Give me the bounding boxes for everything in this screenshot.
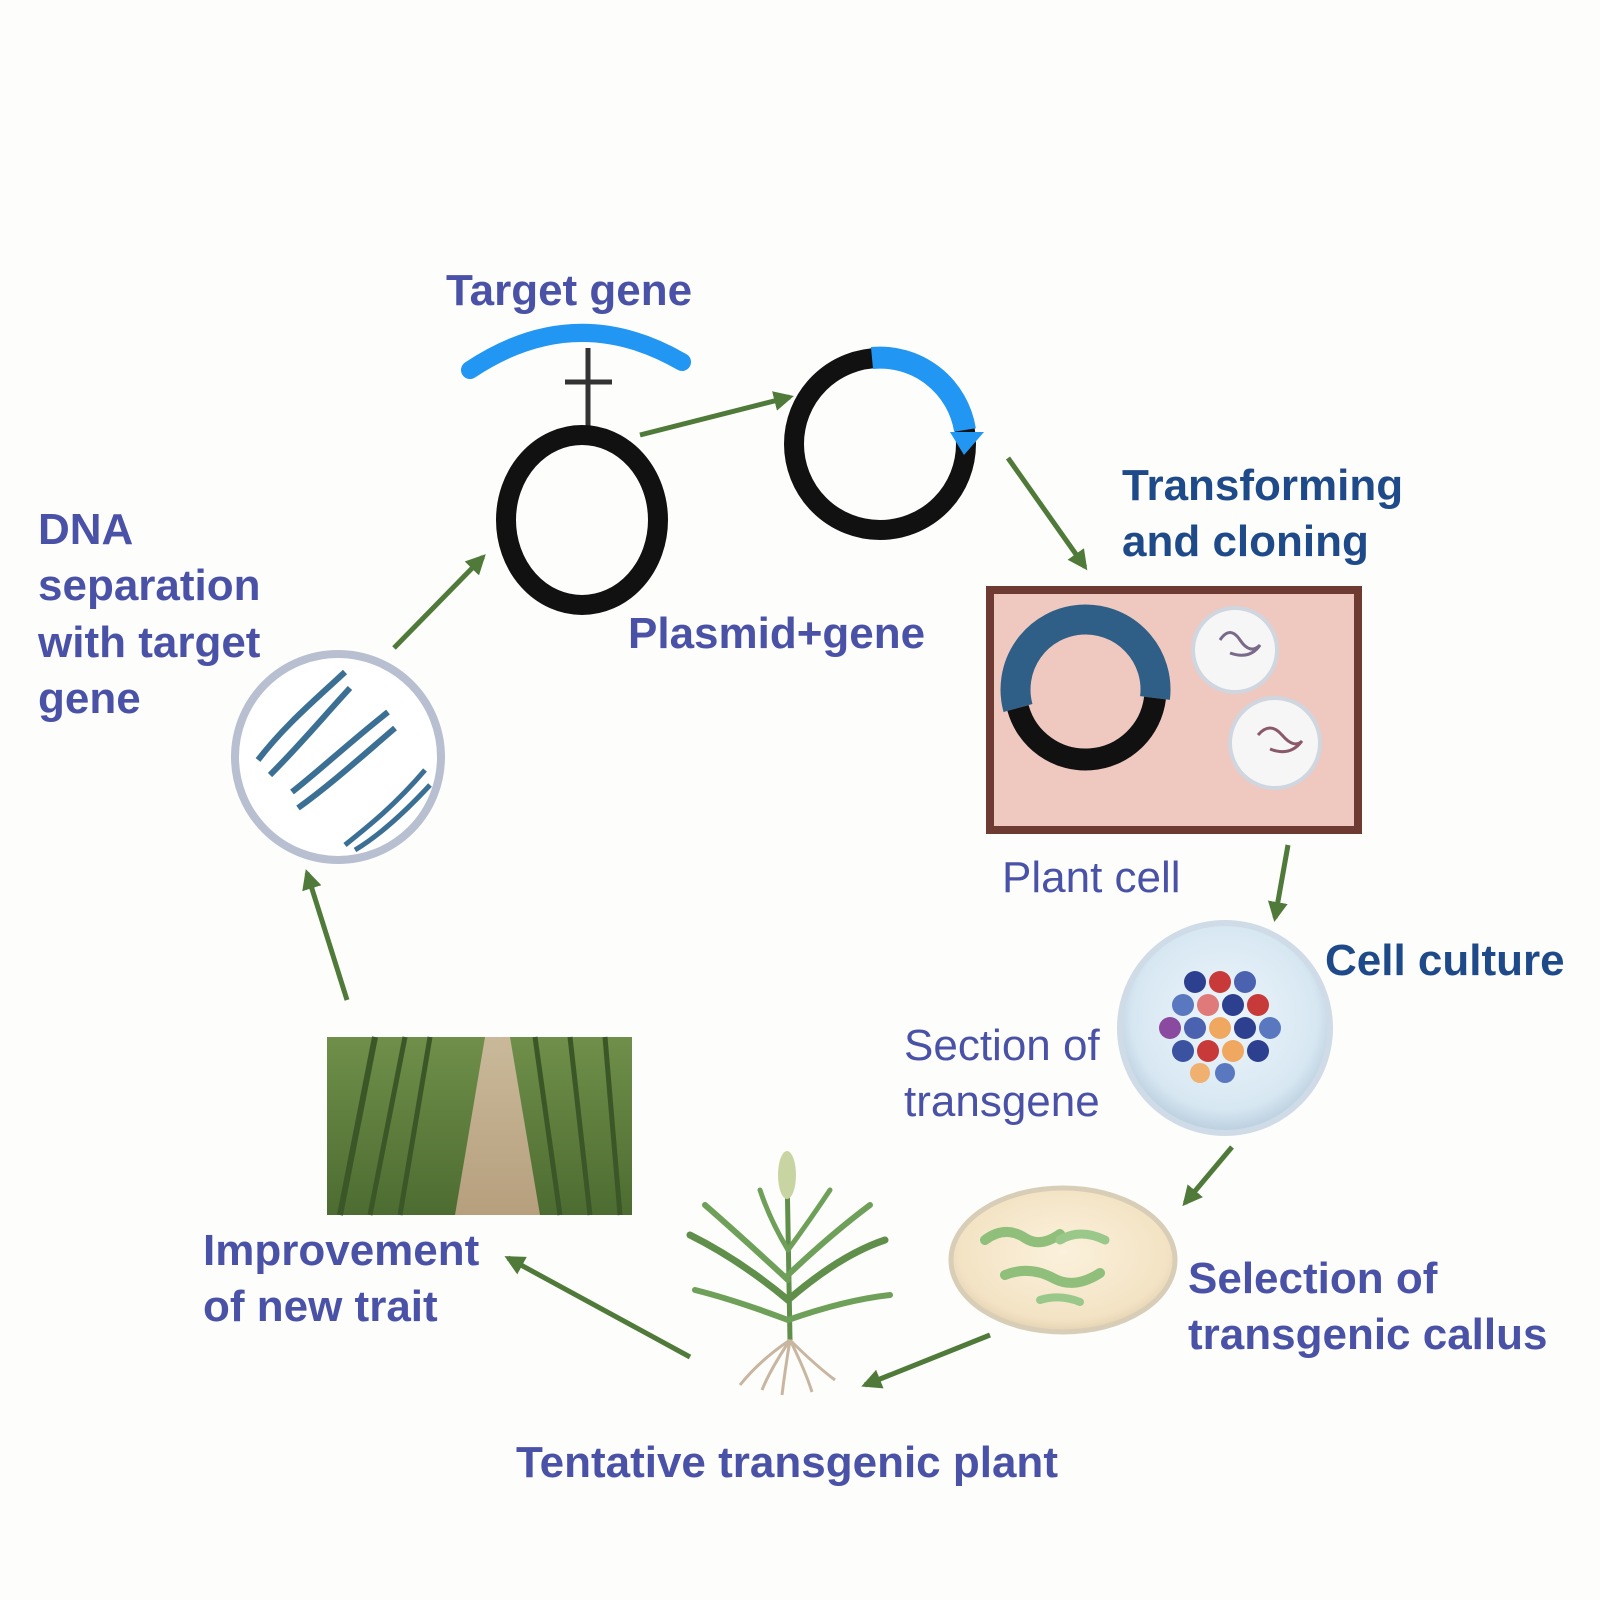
- transgenic-plant-icon: [686, 1151, 893, 1396]
- label-tentative-plant: Tentative transgenic plant: [516, 1438, 1058, 1487]
- label-dna-separation-line-2: separation: [38, 561, 261, 611]
- callus-dish-icon: [948, 1185, 1178, 1335]
- arrow-field-to-dna: [302, 869, 350, 1001]
- arrow-cell-to-culture: [1267, 844, 1291, 922]
- arrow-culture-to-callus: [1182, 1145, 1234, 1207]
- crop-field-image: [327, 1036, 632, 1216]
- arrow-plasmid-to-recombinant: [639, 391, 794, 438]
- plant-cell-image: [986, 586, 1362, 834]
- label-dna-separation-line-4: gene: [38, 673, 141, 723]
- process-arrows: [302, 391, 1291, 1389]
- label-transforming-line-1: Transforming: [1122, 461, 1404, 510]
- arrow-recombinant-to-cell: [1005, 456, 1088, 571]
- label-plasmid-gene: Plasmid+gene: [628, 609, 926, 658]
- target-gene-icon: [461, 324, 691, 430]
- label-dna-separation-line-1: DNA: [38, 505, 134, 554]
- label-selection-line-1: Selection of: [1188, 1254, 1438, 1303]
- arrow-callus-to-plant: [861, 1332, 991, 1389]
- cell-culture-dish-icon: [1117, 920, 1333, 1136]
- arrow-plant-to-improvement: [504, 1255, 692, 1360]
- label-dna-separation-line-3: with target: [38, 617, 261, 667]
- label-improvement-line-1: Improvement: [203, 1226, 480, 1275]
- label-improvement-line-2: of new trait: [203, 1282, 438, 1332]
- label-dna-separation: DNA separation with target gene: [38, 502, 261, 727]
- label-section-transgene: Section of transgene: [904, 1018, 1100, 1131]
- label-selection-callus: Selection of transgenic callus: [1188, 1251, 1547, 1364]
- arrow-dna-to-plasmid: [392, 554, 486, 650]
- dna-helix-icon: [231, 650, 445, 864]
- label-section-line-1: Section of: [904, 1021, 1100, 1070]
- plasmid-icon: [496, 425, 668, 615]
- label-selection-line-2: transgenic callus: [1188, 1310, 1548, 1360]
- label-transforming-cloning: Transforming and cloning: [1122, 458, 1403, 571]
- label-cell-culture: Cell culture: [1325, 936, 1565, 985]
- label-transforming-line-2: and cloning: [1122, 517, 1369, 567]
- recombinant-plasmid-icon: [784, 346, 984, 540]
- label-target-gene: Target gene: [446, 266, 693, 315]
- label-section-line-2: transgene: [904, 1077, 1100, 1127]
- label-improvement-trait: Improvement of new trait: [203, 1223, 479, 1336]
- label-plant-cell: Plant cell: [1002, 853, 1181, 902]
